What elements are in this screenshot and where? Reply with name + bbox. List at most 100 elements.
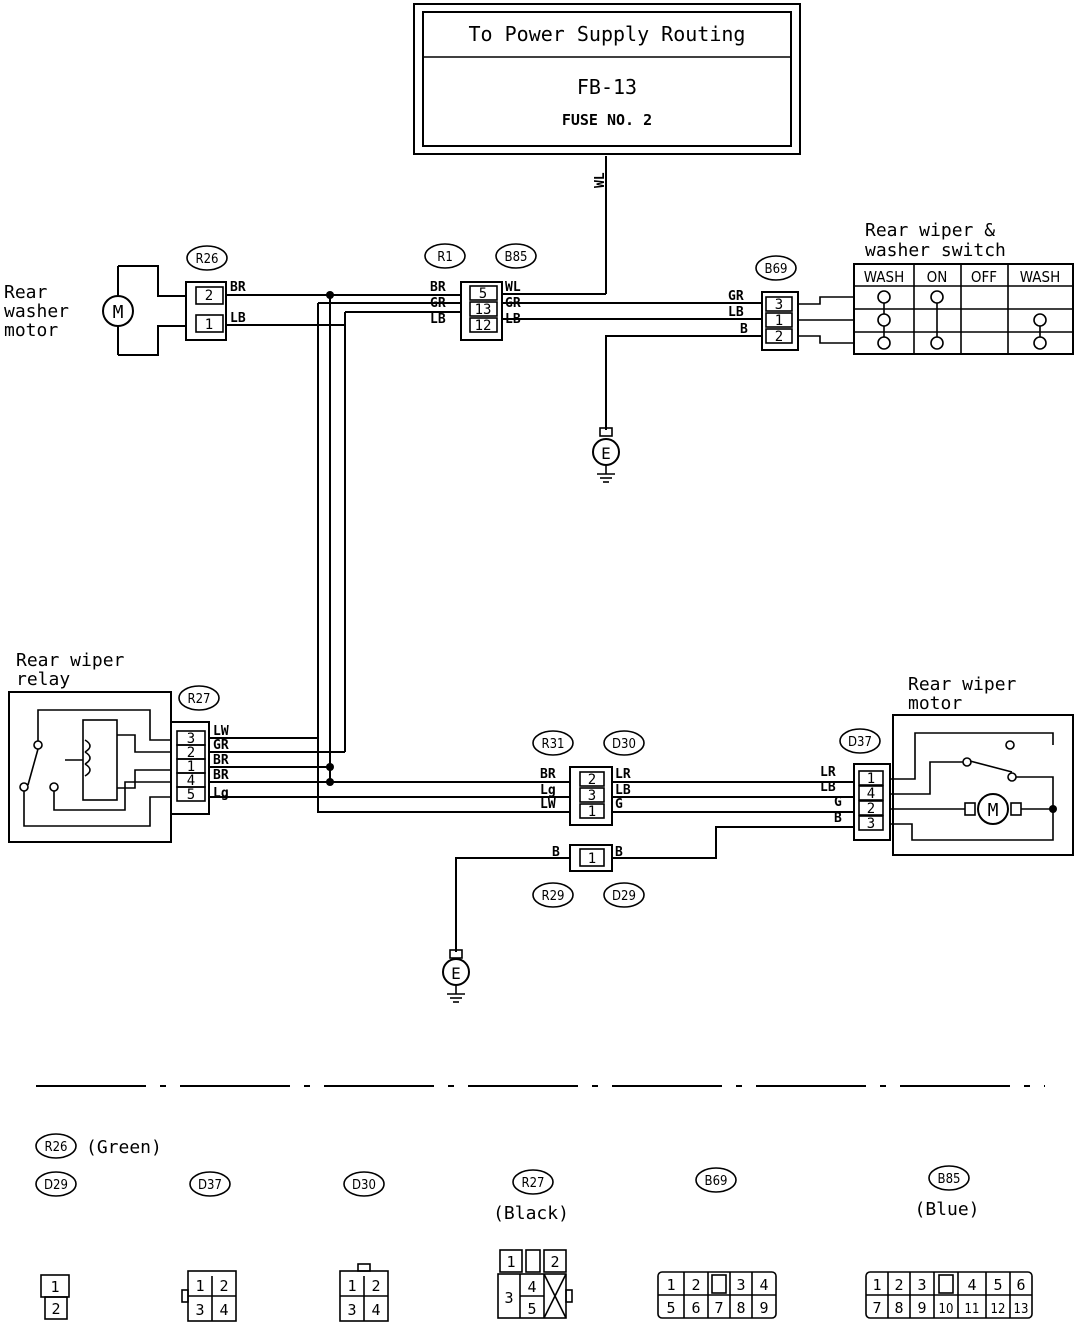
legend-d37-pin-2: 2 <box>219 1277 228 1295</box>
power-supply-box: To Power Supply Routing FB-13 FUSE NO. 2 <box>413 3 801 155</box>
wiper-motor-m-symbol: M <box>988 800 999 821</box>
d37-wire-lb: LB <box>820 780 836 795</box>
r27-wire-br-2: BR <box>213 768 229 783</box>
legend-b69-pin-6: 6 <box>691 1299 700 1317</box>
legend-b69-pin-7: 7 <box>714 1299 723 1317</box>
d30-wire-lr: LR <box>615 767 631 782</box>
connector-r27: R27 3 2 1 4 5 LW GR BR BR Lg <box>170 685 229 815</box>
connector-r31-d30: R31 D30 2 3 1 BR Lg LW LR LB G <box>532 730 645 826</box>
legend-b85-pin-11: 11 <box>965 1302 980 1317</box>
ground-top: E <box>592 427 620 483</box>
ground-bottom: E <box>442 949 470 1003</box>
legend-b69-pin-4: 4 <box>759 1276 768 1294</box>
tag-d37: D37 <box>848 735 872 750</box>
legend-b85-color: (Blue) <box>914 1199 979 1220</box>
r27-pin-5: 5 <box>187 787 195 803</box>
d37-pin-3: 3 <box>867 816 875 832</box>
switch-header-wash-1: WASH <box>864 268 904 286</box>
legend-b85-pin-6: 6 <box>1016 1276 1025 1294</box>
b69-wire-gr: GR <box>728 289 744 304</box>
legend-b85-pin-12: 12 <box>991 1302 1006 1317</box>
legend-tag-r27: R27 <box>521 1176 544 1191</box>
legend-b85-face: 1 2 3 4 5 6 7 8 9 10 11 12 13 <box>865 1271 1033 1319</box>
d37-wire-b: B <box>834 811 842 826</box>
d37-pin-2: 2 <box>867 801 875 817</box>
r26-pin-2: 2 <box>205 288 213 304</box>
d29-wire-b: B <box>615 845 623 860</box>
power-wire-label: WL <box>593 172 608 188</box>
b85-pin-13: 13 <box>475 302 492 318</box>
legend-d30-pin-4: 4 <box>371 1301 380 1319</box>
connector-r26: R26 2 1 BR LB <box>185 245 246 341</box>
legend-b85-pin-3: 3 <box>917 1276 926 1294</box>
b69-pin-2: 2 <box>775 329 783 345</box>
r27-pin-4: 4 <box>187 773 195 789</box>
d37-wire-g: G <box>834 795 842 810</box>
r27-wire-gr: GR <box>213 738 229 753</box>
legend-d37-face: 1 2 3 4 <box>181 1270 237 1322</box>
legend-b85-pin-8: 8 <box>894 1299 903 1317</box>
legend-b85-pin-5: 5 <box>993 1276 1002 1294</box>
legend-tag-b69: B69 <box>705 1174 728 1189</box>
b85-wire-wl: WL <box>505 280 521 295</box>
d29-pin-1: 1 <box>588 851 596 867</box>
tag-r26: R26 <box>195 252 218 267</box>
legend-b69-pin-8: 8 <box>736 1299 745 1317</box>
tag-r29: R29 <box>541 889 564 904</box>
legend-d30-pin-1: 1 <box>347 1277 356 1295</box>
legend-b69-pin-3: 3 <box>736 1276 745 1294</box>
legend-b69-pin-9: 9 <box>759 1299 768 1317</box>
r27-wire-lg: Lg <box>213 786 229 801</box>
b69-pin-1: 1 <box>775 313 783 329</box>
power-supply-fuse: FUSE NO. 2 <box>562 111 652 129</box>
legend-tag-d30: D30 <box>352 1178 376 1193</box>
legend-tag-r26: R26 <box>44 1140 67 1155</box>
r31-wire-lg: Lg <box>540 783 556 798</box>
r27-pin-2: 2 <box>187 745 195 761</box>
r29-wire-b: B <box>552 845 560 860</box>
legend-d37-pin-1: 1 <box>195 1277 204 1295</box>
motor-m-symbol: M <box>113 302 124 323</box>
connector-d37: D37 1 4 2 3 LR LB G B <box>820 728 891 841</box>
legend-r27-color: (Black) <box>493 1203 569 1224</box>
r31-wire-br: BR <box>540 767 556 782</box>
r1-wire-lb: LB <box>430 312 446 327</box>
legend-b69-face: 1 2 3 4 5 6 7 8 9 <box>657 1271 777 1319</box>
r26-wire-lb: LB <box>230 311 246 326</box>
d30-wire-lb: LB <box>615 783 631 798</box>
legend-b85-pin-7: 7 <box>872 1299 881 1317</box>
switch-header-wash-2: WASH <box>1020 268 1060 286</box>
legend-r27-pin-1: 1 <box>506 1253 515 1271</box>
ground-bottom-label: E <box>451 964 461 983</box>
legend-r27-pin-3: 3 <box>504 1289 513 1307</box>
legend-b85-pin-9: 9 <box>917 1299 926 1317</box>
r27-wire-br-1: BR <box>213 753 229 768</box>
legend-tag-b85: B85 <box>938 1172 961 1187</box>
legend-b85-pin-4: 4 <box>967 1276 976 1294</box>
switch-header-off: OFF <box>971 268 997 286</box>
b69-wire-lb: LB <box>728 305 744 320</box>
r31-wire-lw: LW <box>540 797 556 812</box>
legend-b69-pin-2: 2 <box>691 1276 700 1294</box>
legend-b85-pin-10: 10 <box>939 1302 954 1317</box>
d37-wire-lr: LR <box>820 765 836 780</box>
r1-wire-br: BR <box>430 280 446 295</box>
connector-r1-b85: R1 B85 5 13 12 BR GR LB WL GR LB <box>424 243 537 341</box>
rear-wiper-washer-switch: Rear wiper &washer switch WASH ON OFF WA… <box>853 220 1074 355</box>
legend-r27-pin-4: 4 <box>527 1278 536 1296</box>
tag-b69: B69 <box>765 262 788 277</box>
legend-b85-pin-1: 1 <box>872 1276 881 1294</box>
legend-b85-pin-2: 2 <box>894 1276 903 1294</box>
switch-title: Rear wiper &washer switch <box>865 220 1006 261</box>
tag-r1: R1 <box>437 250 453 265</box>
r26-wire-br: BR <box>230 280 246 295</box>
legend: R26 (Green) D29 D37 D30 R27 (Black) B69 … <box>35 1133 1033 1322</box>
legend-d29-pin-1: 1 <box>50 1278 59 1296</box>
d37-pin-4: 4 <box>867 786 875 802</box>
connector-b69: B69 3 1 2 GR LB B <box>728 255 799 351</box>
